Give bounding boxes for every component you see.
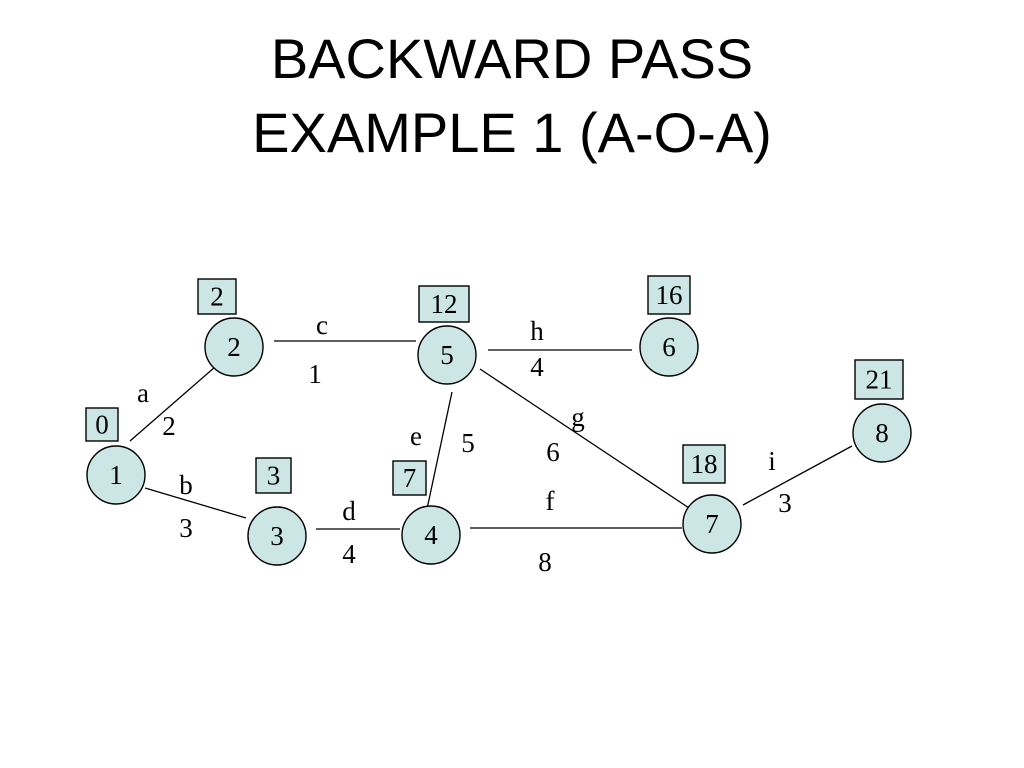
activity-name-f: f [546, 486, 555, 516]
activity-e [426, 391, 453, 510]
slide-title: BACKWARD PASS EXAMPLE 1 (A-O-A) [0, 22, 1024, 170]
event-node-1: 1 [86, 445, 146, 505]
event-time-box-7: 18 [682, 444, 726, 484]
event-label-7: 7 [705, 509, 719, 539]
activity-i [742, 445, 853, 506]
event-label-8: 8 [875, 418, 889, 448]
event-time-box-8: 21 [854, 359, 904, 400]
event-time-rect-7 [682, 444, 726, 484]
activity-name-h: h [530, 316, 544, 346]
activity-a [129, 366, 216, 442]
activity-g [479, 368, 690, 509]
event-node-3: 3 [247, 506, 307, 566]
event-time-5: 12 [431, 289, 458, 319]
activity-name-g: g [571, 402, 585, 432]
activity-line-e [426, 391, 453, 510]
activity-duration-f: 8 [538, 547, 552, 577]
event-time-rect-6 [647, 275, 691, 315]
activity-line-a [129, 366, 216, 442]
activity-duration-c: 1 [308, 359, 322, 389]
event-node-6: 6 [639, 317, 699, 377]
event-time-box-6: 16 [647, 275, 691, 315]
event-circle-1 [86, 445, 146, 505]
event-time-4: 7 [403, 463, 417, 493]
activity-duration-e: 5 [461, 428, 475, 458]
event-node-8: 8 [852, 403, 912, 463]
event-label-4: 4 [424, 520, 438, 550]
event-time-box-1: 0 [85, 407, 119, 442]
event-node-2: 2 [204, 317, 264, 377]
event-node-4: 4 [401, 505, 461, 565]
activity-name-a: a [137, 378, 149, 408]
activity-line-b [144, 487, 247, 519]
event-time-box-2: 2 [197, 278, 237, 315]
activity-name-i: i [768, 446, 776, 476]
event-label-3: 3 [270, 521, 284, 551]
activity-line-g [479, 368, 690, 509]
event-circle-4 [401, 505, 461, 565]
title-line-2: EXAMPLE 1 (A-O-A) [252, 101, 772, 164]
event-label-6: 6 [662, 332, 676, 362]
event-circle-7 [682, 494, 742, 554]
activity-name-e: e [410, 421, 422, 451]
activity-name-c: c [316, 310, 328, 340]
event-time-box-5: 12 [418, 285, 470, 323]
activity-duration-d: 4 [342, 539, 356, 569]
event-circle-2 [204, 317, 264, 377]
activity-line-i [742, 445, 853, 506]
activity-duration-h: 4 [530, 352, 544, 382]
activity-duration-b: 3 [179, 513, 193, 543]
event-label-1: 1 [109, 460, 123, 490]
event-circle-6 [639, 317, 699, 377]
event-time-rect-3 [255, 457, 292, 494]
event-time-rect-8 [854, 359, 904, 400]
event-time-6: 16 [656, 280, 683, 310]
event-time-rect-2 [197, 278, 237, 315]
event-label-2: 2 [227, 332, 241, 362]
event-node-7: 7 [682, 494, 742, 554]
event-label-5: 5 [440, 340, 454, 370]
activity-name-d: d [342, 496, 356, 526]
event-time-box-3: 3 [255, 457, 292, 494]
event-circle-5 [417, 325, 477, 385]
event-time-rect-5 [418, 285, 470, 323]
event-node-5: 5 [417, 325, 477, 385]
activity-duration-i: 3 [778, 488, 792, 518]
activity-duration-a: 2 [162, 411, 176, 441]
event-time-3: 3 [267, 461, 281, 491]
event-time-rect-4 [392, 460, 427, 496]
event-time-1: 0 [95, 410, 109, 440]
activity-name-b: b [179, 470, 193, 500]
event-time-rect-1 [85, 407, 119, 442]
activity-duration-g: 6 [546, 437, 560, 467]
event-circle-3 [247, 506, 307, 566]
event-circle-8 [852, 403, 912, 463]
event-time-box-4: 7 [392, 460, 427, 496]
event-time-2: 2 [210, 282, 224, 312]
activity-b [144, 487, 247, 519]
title-line-1: BACKWARD PASS [270, 27, 754, 90]
event-time-7: 18 [691, 449, 718, 479]
event-time-8: 21 [866, 365, 893, 395]
